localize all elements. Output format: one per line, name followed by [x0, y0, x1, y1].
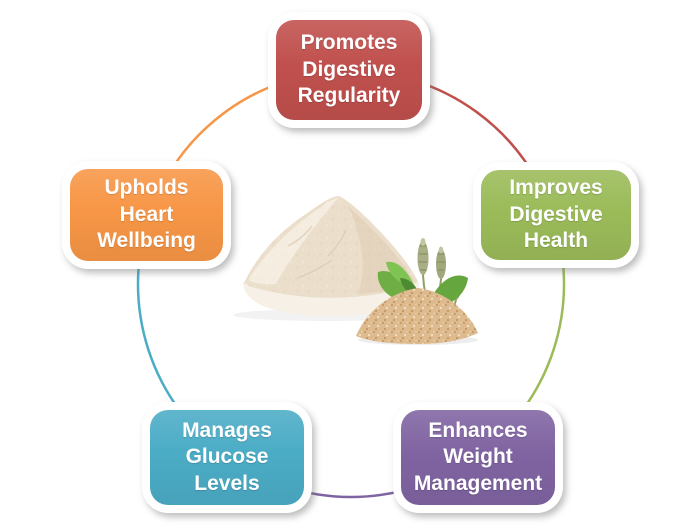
spike-head-icon — [436, 249, 446, 279]
benefit-fill: Upholds Heart Wellbeing — [70, 169, 223, 261]
spike-head-icon — [417, 241, 429, 275]
benefit-label: Upholds Heart Wellbeing — [97, 176, 196, 253]
psyllium-powder-image — [233, 196, 478, 345]
benefit-fill: Improves Digestive Health — [481, 170, 631, 260]
benefit-fill: Promotes Digestive Regularity — [276, 20, 422, 120]
benefit-box-improves-digestive-health: Improves Digestive Health — [473, 162, 639, 268]
benefit-label: Promotes Digestive Regularity — [297, 31, 401, 108]
benefit-fill: Enhances Weight Management — [401, 410, 555, 505]
benefit-box-upholds-heart-wellbeing: Upholds Heart Wellbeing — [62, 161, 231, 269]
benefit-label: Manages Glucose Levels — [182, 418, 272, 495]
husk-granules-pile — [356, 288, 478, 345]
benefit-label: Enhances Weight Management — [413, 418, 543, 495]
benefit-box-enhances-weight-management: Enhances Weight Management — [393, 402, 563, 513]
benefit-box-manages-glucose-levels: Manages Glucose Levels — [142, 402, 312, 513]
benefit-label: Improves Digestive Health — [509, 176, 603, 253]
benefit-fill: Manages Glucose Levels — [150, 410, 304, 505]
benefit-box-promotes-digestive-regularity: Promotes Digestive Regularity — [268, 12, 430, 128]
